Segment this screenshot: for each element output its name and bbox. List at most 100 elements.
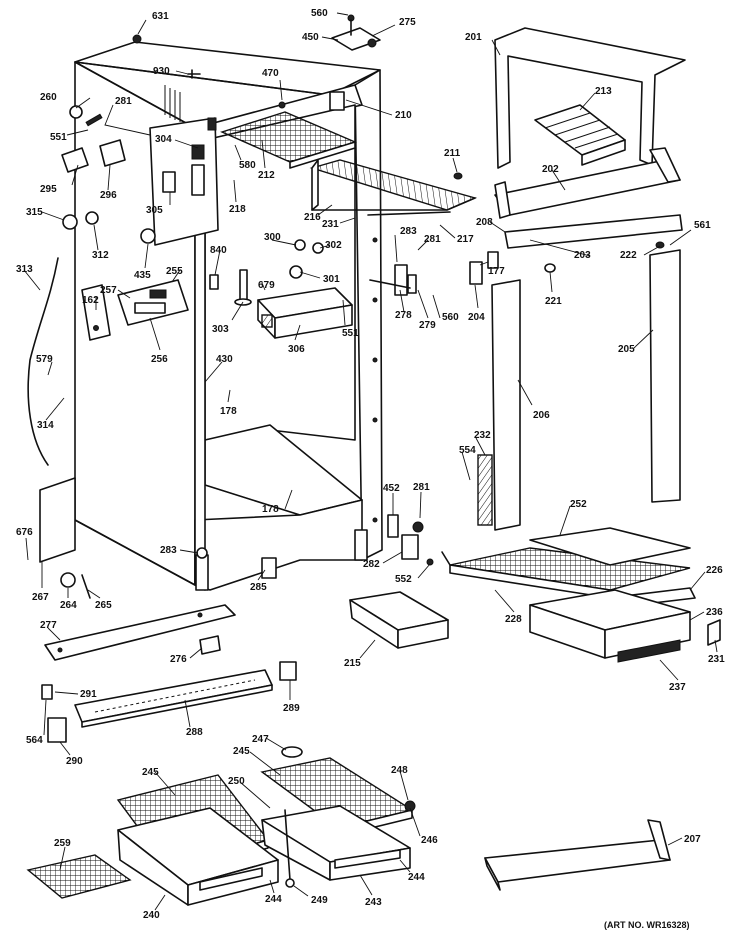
- label-260: 260: [40, 92, 57, 103]
- label-470: 470: [262, 68, 279, 79]
- label-306: 306: [288, 344, 305, 355]
- crisper-drawer-240: [117, 807, 279, 906]
- part-231b: [707, 619, 721, 646]
- label-240: 240: [143, 910, 160, 921]
- crisper-drawer-243: [261, 805, 411, 881]
- label-250: 250: [228, 776, 245, 787]
- label-243: 243: [365, 897, 382, 908]
- label-295: 295: [40, 184, 57, 195]
- label-178b: 178: [262, 504, 279, 515]
- label-275: 275: [399, 17, 416, 28]
- label-256: 256: [151, 354, 168, 365]
- gasket-strip-232: [477, 454, 493, 526]
- label-291: 291: [80, 689, 97, 700]
- label-303: 303: [212, 324, 229, 335]
- kick-rail-277: [44, 604, 236, 661]
- freezer-door-frame: [494, 27, 686, 169]
- label-244b: 244: [408, 872, 425, 883]
- label-930: 930: [153, 66, 170, 77]
- damper-assembly: [117, 279, 189, 326]
- label-283: 283: [400, 226, 417, 237]
- front-grille: [74, 669, 273, 728]
- label-450: 450: [302, 32, 319, 43]
- label-281: 281: [115, 96, 132, 107]
- label-552: 552: [395, 574, 412, 585]
- label-435: 435: [134, 270, 151, 281]
- art-number: (ART NO. WR16328): [604, 920, 690, 930]
- label-237: 237: [669, 682, 686, 693]
- label-300: 300: [264, 232, 281, 243]
- label-313: 313: [16, 264, 33, 275]
- label-204: 204: [468, 312, 485, 323]
- label-217: 217: [457, 234, 474, 245]
- label-218: 218: [229, 204, 246, 215]
- leader-lines: [23, 12, 718, 911]
- center-hinge-parts: [209, 239, 417, 306]
- label-248: 248: [391, 765, 408, 776]
- drain-tube: [27, 257, 59, 466]
- label-211: 211: [444, 148, 461, 159]
- label-231b: 231: [708, 654, 725, 665]
- label-305: 305: [146, 205, 163, 216]
- label-676: 676: [16, 527, 33, 538]
- label-282: 282: [363, 559, 380, 570]
- label-840: 840: [210, 245, 227, 256]
- freezer-shelf: [220, 111, 358, 169]
- control-housing: [149, 117, 219, 246]
- door-shelf-207: [484, 819, 671, 891]
- label-580: 580: [239, 160, 256, 171]
- label-631: 631: [152, 11, 169, 22]
- label-315: 315: [26, 207, 43, 218]
- label-215: 215: [344, 658, 361, 669]
- label-430: 430: [216, 354, 233, 365]
- cover-plate-267: [39, 477, 76, 563]
- label-290: 290: [66, 756, 83, 767]
- label-551: 551: [50, 132, 67, 143]
- egg-bin-215: [349, 591, 449, 649]
- crisper-hardware: [281, 746, 416, 888]
- label-278: 278: [395, 310, 412, 321]
- label-231: 231: [322, 219, 339, 230]
- door-gasket-206: [491, 279, 521, 531]
- label-162: 162: [82, 295, 99, 306]
- label-264: 264: [60, 600, 77, 611]
- part-291: [41, 684, 53, 700]
- label-206: 206: [533, 410, 550, 421]
- label-560: 560: [311, 8, 328, 19]
- door-gasket-205: [649, 249, 681, 503]
- ice-tray: [534, 104, 626, 166]
- label-228: 228: [505, 614, 522, 625]
- part-290: [47, 717, 67, 743]
- label-249: 249: [311, 895, 328, 906]
- label-207: 207: [684, 834, 701, 845]
- label-208: 208: [476, 217, 493, 228]
- label-247: 247: [252, 734, 269, 745]
- label-296: 296: [100, 190, 117, 201]
- label-579: 579: [36, 354, 53, 365]
- glass-shelf-252: [529, 527, 691, 566]
- small-hardware-top-left: [61, 34, 201, 244]
- label-259: 259: [54, 838, 71, 849]
- part-264: [60, 572, 76, 588]
- door-divider-203: [504, 214, 683, 249]
- part-276: [199, 635, 221, 655]
- label-221: 221: [545, 296, 562, 307]
- part-210: [329, 91, 345, 111]
- label-245: 245: [142, 767, 159, 778]
- label-314: 314: [37, 420, 54, 431]
- label-255: 255: [166, 266, 183, 277]
- label-216: 216: [304, 212, 321, 223]
- label-560b: 560: [442, 312, 459, 323]
- label-452: 452: [383, 483, 400, 494]
- label-213: 213: [595, 86, 612, 97]
- bracket-162: [81, 284, 111, 341]
- label-212: 212: [258, 170, 275, 181]
- label-232: 232: [474, 430, 491, 441]
- label-279: 279: [419, 320, 436, 331]
- label-245b: 245: [233, 746, 250, 757]
- label-244: 244: [265, 894, 282, 905]
- fresh-food-shelf: [441, 547, 691, 599]
- label-283b: 283: [160, 545, 177, 556]
- part-number-labels: 631 560 275 450 201 930 470 260 281 210 …: [16, 8, 725, 930]
